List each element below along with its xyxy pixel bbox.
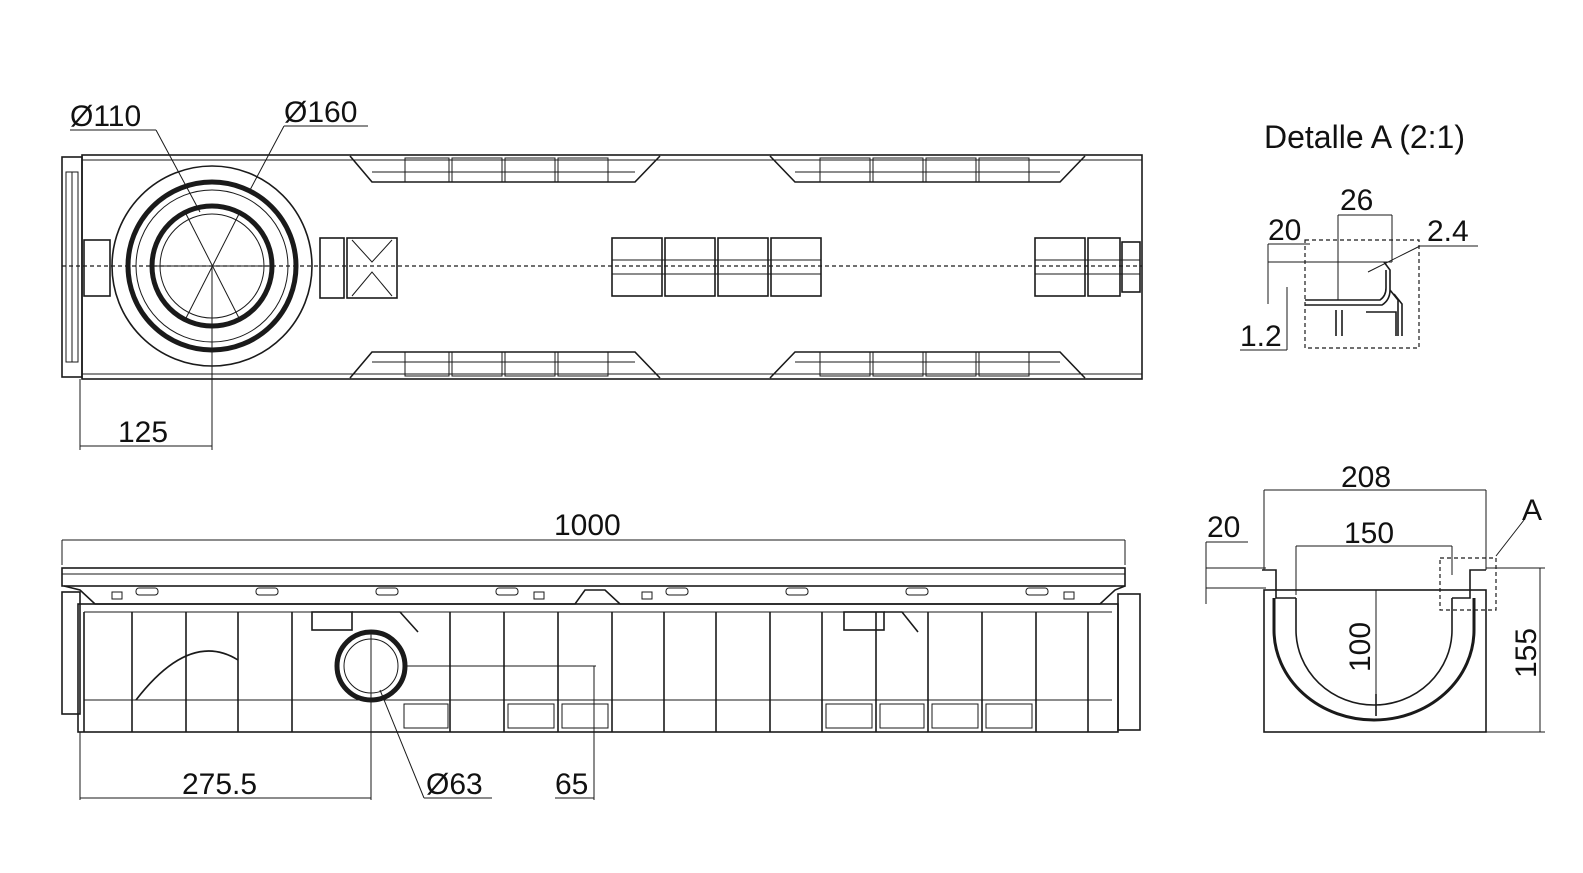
top-rail xyxy=(61,567,1126,587)
drain-slots xyxy=(83,237,1141,299)
dim-detail-1-2: 1.2 xyxy=(1240,320,1282,353)
detail-a: Detalle A (2:1) 26 20 2.4 1.2 xyxy=(1240,119,1478,353)
outlet-63 xyxy=(334,629,596,800)
side-view: 1000 xyxy=(61,509,1141,801)
dim-length-1000: 1000 xyxy=(554,509,621,542)
dim-dia-110: Ø110 xyxy=(70,100,141,133)
dim-depth-100: 100 xyxy=(1344,622,1377,672)
dim-detail-20: 20 xyxy=(1268,214,1301,247)
dim-detail-2-4: 2.4 xyxy=(1427,215,1469,248)
channel-side-outline xyxy=(77,603,1119,733)
dim-offset-275: 275.5 xyxy=(182,768,257,801)
detail-title: Detalle A (2:1) xyxy=(1264,119,1465,155)
section-channel xyxy=(1272,598,1476,722)
detail-a-marker-frame xyxy=(1439,557,1497,611)
cross-section: 208 150 20 A 100 155 xyxy=(1205,461,1545,733)
dim-dia-63: Ø63 xyxy=(426,768,483,801)
dim-offset-125: 125 xyxy=(118,416,168,449)
end-cap-left xyxy=(61,156,83,378)
section-outline xyxy=(1263,589,1487,733)
detail-frame xyxy=(1304,239,1420,349)
dim-dia-160: Ø160 xyxy=(284,96,357,129)
dim-height-155: 155 xyxy=(1510,628,1543,678)
dim-height-65: 65 xyxy=(555,768,588,801)
detail-a-marker: A xyxy=(1522,494,1542,527)
dim-width-208: 208 xyxy=(1341,461,1391,494)
dim-flange-20: 20 xyxy=(1207,511,1240,544)
rib-band-top xyxy=(349,155,1086,183)
dim-detail-26: 26 xyxy=(1340,184,1373,217)
top-view: Ø110 Ø160 125 xyxy=(61,96,1143,450)
dim-width-150: 150 xyxy=(1344,517,1394,550)
rib-band-bottom xyxy=(349,351,1086,379)
